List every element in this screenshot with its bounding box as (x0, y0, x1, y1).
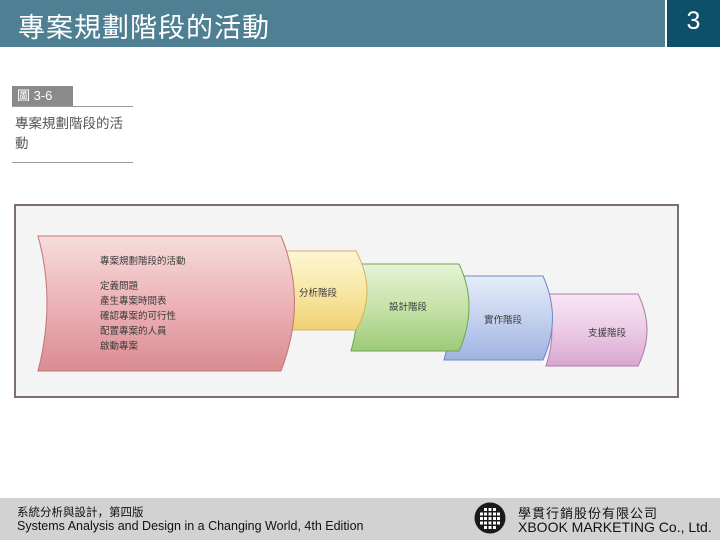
publisher-name-en: XBOOK MARKETING Co., Ltd. (518, 519, 712, 535)
book-title-cn: 系統分析與設計，第四版 (17, 505, 144, 519)
planning-activity-1: 定義問題 (100, 280, 139, 292)
phase-diagram-svg: 專案規劃階段的活動 定義問題 產生專案時間表 確認專案的可行性 配置專案的人員 … (37, 235, 648, 372)
planning-activity-5: 啟動專案 (100, 340, 139, 352)
footer-bar: 系統分析與設計，第四版 Systems Analysis and Design … (0, 498, 720, 540)
design-phase-label: 設計階段 (389, 301, 428, 313)
title-bar: 專案規劃階段的活動 (0, 0, 665, 47)
planning-activity-2: 產生專案時間表 (100, 295, 167, 307)
planning-phase-shape (37, 235, 295, 372)
figure-caption-line-1: 專案規劃階段的活 (15, 116, 123, 132)
figure-caption-line-2: 動 (15, 136, 29, 152)
planning-activity-4: 配置專案的人員 (100, 325, 167, 337)
analysis-phase-label: 分析階段 (299, 287, 338, 299)
phase-diagram: 專案規劃階段的活動 定義問題 產生專案時間表 確認專案的可行性 配置專案的人員 … (14, 204, 679, 398)
implementation-phase-label: 實作階段 (484, 314, 523, 326)
support-phase-label: 支援階段 (588, 327, 627, 339)
planning-activity-3: 確認專案的可行性 (100, 310, 177, 322)
figure-rule-top (12, 106, 133, 107)
publisher-name-cn: 學貫行銷股份有限公司 (518, 507, 659, 522)
publisher-logo-icon (474, 502, 506, 534)
figure-label: 圖 3-6 (12, 86, 73, 106)
page-number: 3 (686, 7, 701, 35)
planning-phase-title: 專案規劃階段的活動 (100, 255, 186, 267)
figure-rule-bottom (12, 162, 133, 163)
figure-caption: 專案規劃階段的活 動 (15, 114, 135, 154)
book-title-en: Systems Analysis and Design in a Changin… (17, 519, 364, 533)
page-number-box: 3 (667, 0, 720, 47)
slide-title: 專案規劃階段的活動 (18, 13, 270, 44)
